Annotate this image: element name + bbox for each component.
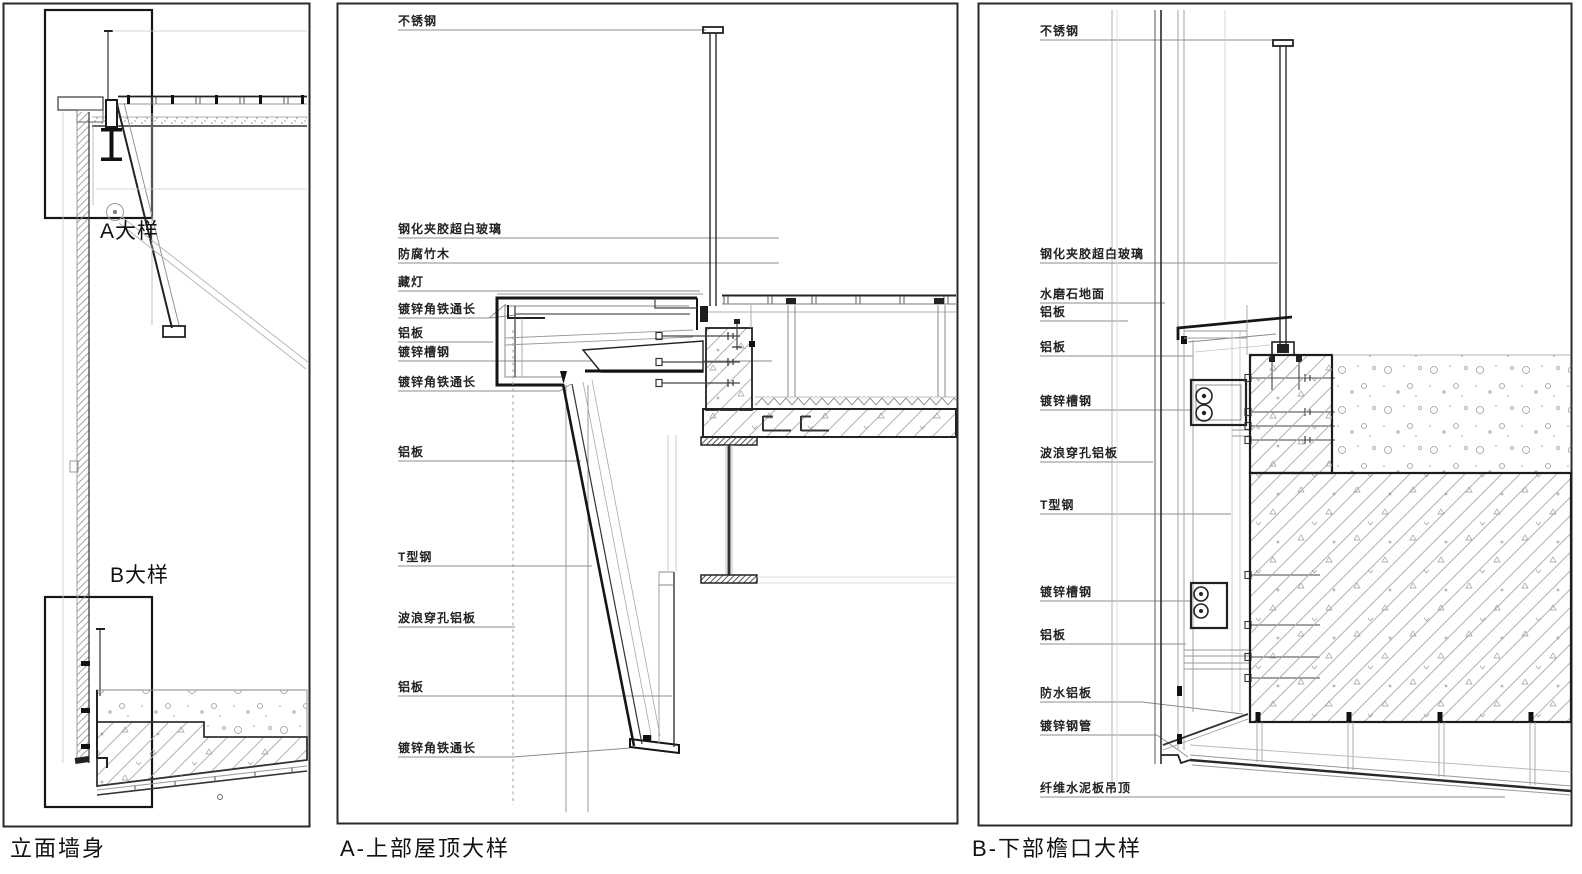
material-label: 镀锌槽钢: [1040, 585, 1093, 599]
detail-a-drawing: [336, 2, 959, 825]
steel-pipe-line: [1189, 744, 1572, 773]
terrazzo-floor: [1332, 355, 1571, 473]
insulation-layer: [755, 397, 956, 409]
elevation-frame: [2, 2, 311, 828]
material-label: 镀锌钢管: [1040, 719, 1093, 733]
elevation-caption: 立面墙身: [10, 836, 107, 861]
suspended-ceiling: [1189, 754, 1572, 796]
ceiling-hangers: [1255, 712, 1536, 785]
callout-box-a: [43, 8, 154, 220]
material-label: 防水铝板: [1040, 686, 1093, 700]
material-label: 镀锌角铁通长: [398, 302, 477, 316]
angle-iron: [507, 305, 545, 319]
material-label: 镀锌角铁通长: [398, 375, 477, 389]
material-label: 铝板: [398, 445, 425, 459]
material-label: T型钢: [1040, 498, 1075, 512]
detail-a-frame: [336, 2, 959, 825]
material-label: 不锈钢: [1040, 24, 1080, 38]
wall-section: [77, 112, 89, 763]
material-label: 水磨石地面: [1040, 287, 1106, 301]
glazing-shoe: [700, 306, 708, 322]
material-label: T型钢: [398, 550, 433, 564]
material-label: 钢化夹胶超白玻璃: [398, 222, 503, 236]
material-label: 铝板: [398, 680, 425, 694]
material-label: 防腐竹木: [398, 247, 451, 261]
steel-bracket-upper: [1189, 378, 1248, 427]
fascia-box: [495, 296, 697, 387]
steel-beam: [101, 128, 122, 161]
light-fixture: [106, 203, 124, 221]
callout-a-label: A大样: [100, 220, 160, 243]
material-label: 纤维水泥板吊顶: [1040, 781, 1132, 795]
steel-bracket-lower: [1189, 581, 1229, 630]
callout-b-label: B大样: [110, 564, 170, 587]
material-label: 铝板: [1040, 305, 1067, 319]
material-label: 钢化夹胶超白玻璃: [1040, 247, 1145, 261]
material-label: 铝板: [398, 326, 425, 340]
material-label: 镀锌角铁通长: [398, 741, 477, 755]
material-label: 镀锌槽钢: [398, 345, 451, 359]
eave-top-cap: [1176, 315, 1293, 340]
waterproof-plate: [1162, 713, 1249, 746]
detail-b-frame: [977, 2, 1573, 827]
elevation-drawing: [2, 2, 311, 828]
material-label: 铝板: [1040, 628, 1067, 642]
detail-b-caption: B-下部檐口大样: [972, 836, 1143, 861]
anchor-bolts: [662, 335, 740, 384]
detail-a-caption: A-上部屋顶大样: [340, 836, 511, 861]
material-label: 藏灯: [398, 275, 425, 289]
detail-b-drawing: [977, 2, 1573, 827]
material-label: 波浪穿孔铝板: [398, 611, 477, 625]
material-label: 不锈钢: [398, 14, 438, 28]
channel-steel: [581, 340, 704, 373]
sloped-soffit-panel: [561, 379, 680, 755]
material-label: 铝板: [1040, 340, 1067, 354]
glass-clamp: [105, 99, 118, 128]
material-label: 镀锌槽钢: [1040, 394, 1093, 408]
material-label: 波浪穿孔铝板: [1040, 446, 1119, 460]
